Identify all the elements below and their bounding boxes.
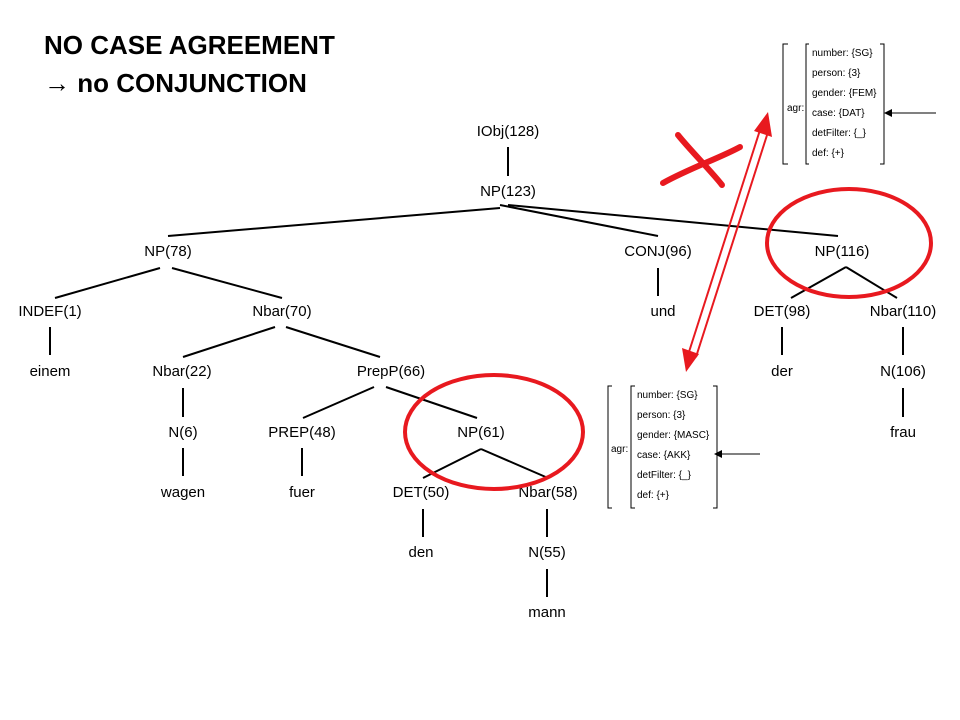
node-iobj128: IObj(128) [477,123,540,140]
node-wagen: wagen [160,484,205,501]
fs-bottom-inner-bracket-right [713,385,718,509]
fs-bottom-outer-bracket-left [607,385,612,509]
fs-top-feature-gender: gender: {FEM} [812,88,877,99]
arrow-head-bottom [682,348,699,372]
node-np61: NP(61) [457,424,505,441]
edge-np123-conj96 [499,204,659,237]
node-n55: N(55) [528,544,566,561]
node-der: der [771,363,793,380]
node-prep48: PREP(48) [268,424,336,441]
fs-bottom-feature-detfilter: detFilter: {_} [637,470,692,481]
highlight-circle-np61 [403,373,585,491]
arrow-shaft-b [695,131,769,358]
edge-np116-nbar110 [845,266,898,299]
title-line-2: → no CONJUNCTION [44,68,307,98]
tree-nodes: IObj(128) NP(123) NP(78) CONJ(96) NP(116… [18,123,936,621]
node-det98: DET(98) [754,303,811,320]
node-fuer: fuer [289,484,315,501]
edge-np78-nbar70 [171,267,283,299]
double-arrow [682,112,772,372]
node-nbar58: Nbar(58) [518,484,577,501]
fs-bottom-feature-def: def: {+} [637,490,670,501]
node-nbar110: Nbar(110) [870,303,936,320]
fs-bottom-feature-case: case: {AKK} [637,450,691,461]
node-und: und [650,303,675,320]
cross-mark-stroke-1 [675,132,725,188]
edge-prepp66-np61 [385,386,478,419]
node-prepp66: PrepP(66) [357,363,425,380]
node-np116: NP(116) [815,243,870,260]
tree-edges [49,147,904,597]
node-einem: einem [30,363,71,380]
fs-top-feature-person: person: {3} [812,68,861,79]
title-line-1: NO CASE AGREEMENT [44,30,335,60]
node-n106: N(106) [880,363,926,380]
fs-top-outer-bracket-left [782,43,788,165]
highlight-circle-np116 [765,187,933,299]
node-mann: mann [528,604,566,621]
arrow-shaft-a [687,129,761,356]
arrow-head-top [754,112,772,137]
feature-structure-top: agr: number: {SG} person: {3} gender: {F… [782,43,936,165]
fs-top-feature-number: number: {SG} [812,48,873,59]
fs-top-feature-detfilter: detFilter: {_} [812,128,867,139]
fs-bottom-attr: agr: [611,444,628,455]
edge-np61-nbar58 [480,448,549,479]
node-nbar22: Nbar(22) [152,363,211,380]
fs-bottom-pointer-head [714,450,722,458]
node-den: den [408,544,433,561]
node-conj96: CONJ(96) [624,243,692,260]
fs-top-inner-bracket-left [805,43,809,165]
fs-top-feature-case: case: {DAT} [812,108,865,119]
fs-top-feature-def: def: {+} [812,148,845,159]
fs-bottom-feature-number: number: {SG} [637,390,698,401]
node-det50: DET(50) [393,484,450,501]
fs-bottom-feature-gender: gender: {MASC} [637,430,710,441]
fs-top-inner-bracket-right [880,43,885,165]
node-frau: frau [890,424,916,441]
edge-np123-np78 [167,207,501,237]
edge-np78-indef1 [54,267,161,299]
node-nbar70: Nbar(70) [252,303,311,320]
fs-bottom-inner-bracket-left [630,385,635,509]
fs-top-attr: agr: [787,103,804,114]
fs-bottom-feature-person: person: {3} [637,410,686,421]
node-n6: N(6) [168,424,197,441]
edge-nbar70-prepp66 [285,326,381,358]
edge-np116-det98 [790,266,847,299]
edge-nbar70-nbar22 [182,326,276,358]
feature-structure-bottom: agr: number: {SG} person: {3} gender: {M… [607,385,760,509]
node-indef1: INDEF(1) [18,303,81,320]
edge-np123-np116 [507,204,839,237]
edge-prepp66-prep48 [302,386,375,419]
cross-mark-stroke-2 [660,144,743,186]
node-np78: NP(78) [144,243,192,260]
node-np123: NP(123) [480,183,536,200]
fs-top-pointer-head [884,109,892,117]
